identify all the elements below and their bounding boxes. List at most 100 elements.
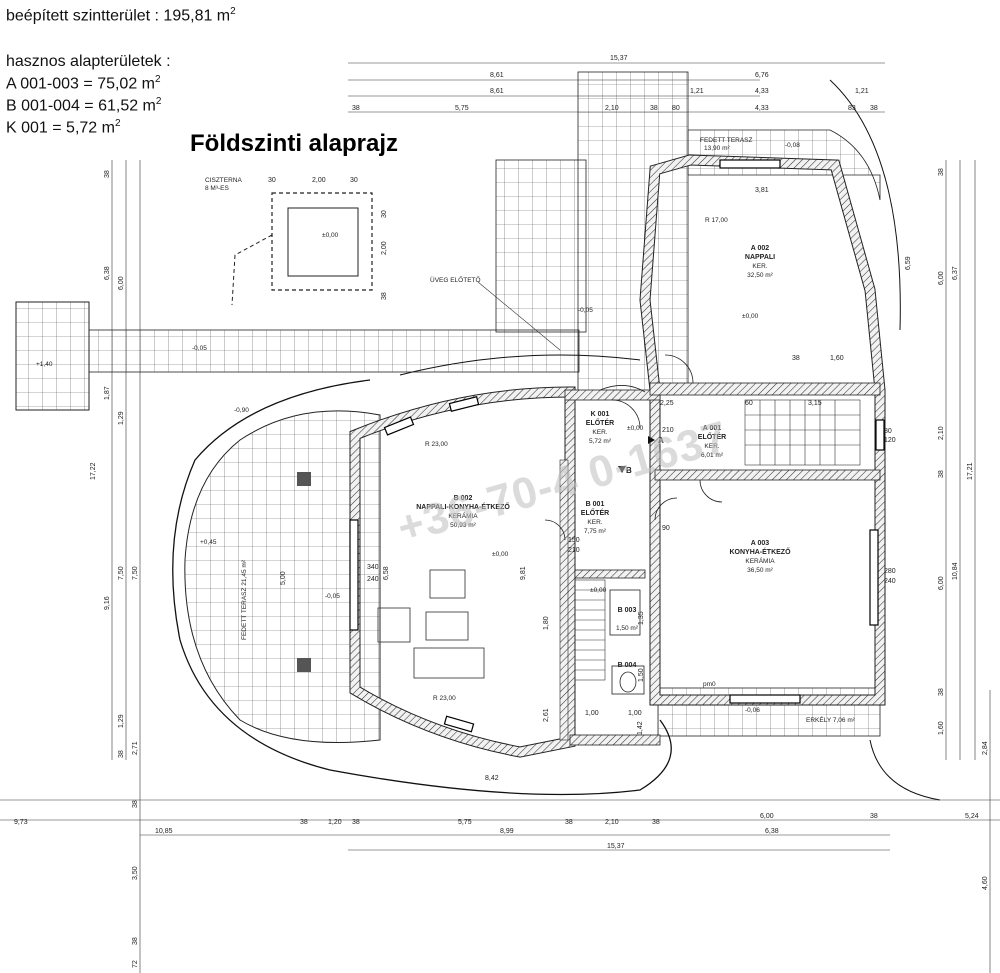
dim-left-916: 9,16 — [104, 596, 111, 610]
dims-inner: 30 2,00 30 2,00 30 38 3,81 38 1,60 2,25 … — [268, 177, 896, 735]
dim-bot-38b: 38 — [352, 819, 360, 826]
room-b001: B 001 ELŐTÉR KER. 7,75 m² — [581, 501, 609, 535]
room-a001-name: ELŐTÉR — [698, 432, 726, 441]
window-b002-west — [349, 519, 359, 631]
room-b004-code: B 004 — [618, 662, 637, 669]
plan-title: Földszinti alaprajz — [190, 130, 399, 157]
level-glass: -0,05 — [578, 307, 593, 314]
room-b002-floor: KERÁMIA — [448, 511, 478, 520]
section-b-letter: B — [626, 466, 632, 475]
dim-top-38c: 38 — [870, 105, 878, 112]
dim-top-861b: 8,61 — [490, 88, 504, 95]
section-markers: A B — [618, 436, 664, 475]
dim-top-83: 83 — [848, 105, 856, 112]
dim-381: 3,81 — [755, 187, 769, 194]
dim-top-676: 6,76 — [755, 72, 769, 79]
dim-top-80: 80 — [672, 105, 680, 112]
dim-bot-38a: 38 — [300, 819, 308, 826]
level-terrace: -0,05 — [325, 593, 340, 600]
level-b003: ±0,00 — [590, 587, 607, 594]
built-area-text: beépített szintterület : 195,81 m — [6, 7, 231, 25]
door-k001 — [611, 399, 641, 429]
room-k001-code: K 001 — [591, 411, 610, 418]
dim-100a: 1,00 — [585, 710, 599, 717]
dim-240b: 240 — [884, 578, 896, 585]
dim-315: 3,15 — [808, 400, 822, 407]
furniture — [377, 569, 485, 679]
door-a003 — [654, 497, 678, 521]
dim-right-460: 4,60 — [982, 876, 989, 890]
dim-right-659: 6,59 — [905, 256, 912, 270]
dim-top-38b: 38 — [650, 105, 658, 112]
column-lower — [297, 658, 311, 672]
dimension-lines — [0, 62, 1000, 973]
staircase — [574, 399, 861, 681]
wall-bottom-mid — [569, 734, 661, 746]
room-b001-name: ELŐTÉR — [581, 508, 609, 517]
dim-bot-210: 2,10 — [605, 819, 619, 826]
dim-cist-30b: 30 — [350, 177, 358, 184]
dims-left: 38 6,38 6,00 17,22 1,87 1,29 9,16 7,50 7… — [90, 170, 139, 968]
area-line-k: K 001 = 5,72 m2 — [6, 118, 121, 137]
level-balcony: -0,06 — [745, 707, 760, 714]
door-a002 — [664, 354, 694, 384]
wall-east-partition — [649, 382, 881, 396]
top-terrace-label: FEDETT TERASZ — [700, 137, 753, 144]
level-090: -0,90 — [234, 407, 249, 414]
room-a001-area: 6,01 m² — [701, 452, 724, 459]
dim-top-433b: 4,33 — [755, 105, 769, 112]
dim-340: 340 — [367, 564, 379, 571]
pm0-label: pm0 — [703, 681, 716, 688]
area-k-text: K 001 = 5,72 m — [6, 119, 115, 137]
window-a003-south — [729, 694, 801, 704]
cistern-outer — [271, 192, 373, 291]
dim-left-600: 6,00 — [118, 276, 125, 290]
access-path — [88, 329, 580, 373]
balcony-label: ERKÉLY 7,06 m² — [806, 715, 856, 724]
built-area-sup: 2 — [230, 6, 236, 17]
level-marks: ±0,00 +1,40 -0,05 ±0,00 ±0,00 ±0,00 -0,0… — [36, 142, 800, 714]
dim-bot-638: 6,38 — [765, 828, 779, 835]
dim-658: 6,58 — [383, 566, 390, 580]
room-a003-floor: KERÁMIA — [745, 556, 775, 565]
dim-38a: 38 — [792, 355, 800, 362]
dim-120: 120 — [884, 437, 896, 444]
dim-right-38a: 38 — [938, 168, 945, 176]
area-line-b: B 001-004 = 61,52 m2 — [6, 96, 161, 115]
dim-100b: 1,00 — [628, 710, 642, 717]
oval-outline — [172, 379, 672, 796]
dim-80: 80 — [884, 428, 892, 435]
toilet — [619, 671, 637, 693]
dim-bot-1537: 15,37 — [607, 843, 625, 850]
cistern-label: CISZTERNA — [205, 177, 243, 184]
room-a001: A 001 ELŐTÉR KER. 6,01 m² — [698, 425, 726, 459]
radius-23b: R 23,00 — [433, 695, 456, 702]
area-b-text: B 001-004 = 61,52 m — [6, 97, 156, 115]
dim-bot-899: 8,99 — [500, 828, 514, 835]
dim-240: 240 — [367, 576, 379, 583]
radius-17: R 17,00 — [705, 217, 728, 224]
dim-bot-842: 8,42 — [485, 775, 499, 782]
window-b002-nw — [383, 416, 415, 436]
level-entrance: +1,40 — [36, 361, 53, 368]
window-a001 — [875, 419, 885, 451]
dim-left-750a: 7,50 — [118, 566, 125, 580]
dim-left-638: 6,38 — [104, 266, 111, 280]
room-labels: A 002 NAPPALI KER. 32,50 m² A 001 ELŐTÉR… — [416, 245, 791, 669]
dim-cist-200v: 2,00 — [381, 241, 388, 255]
room-a002-code: A 002 — [751, 245, 770, 252]
top-right-arc — [829, 79, 901, 331]
room-k001: K 001 ELŐTÉR KER. 5,72 m² — [586, 411, 614, 445]
room-b001-floor: KER. — [587, 519, 602, 526]
room-b003: B 003 1,50 m² — [616, 607, 639, 632]
area-b-sup: 2 — [155, 96, 162, 107]
dim-180: 1,80 — [543, 616, 550, 630]
wall-entry-partition — [654, 469, 881, 481]
dim-cist-38: 38 — [381, 292, 388, 300]
top-terrace-area: 13,90 m² — [704, 145, 730, 152]
window-a003 — [869, 529, 879, 626]
dim-bot-524: 5,24 — [965, 813, 979, 820]
sofa — [413, 647, 485, 679]
level-045: +0,45 — [200, 539, 217, 546]
dim-280: 280 — [884, 568, 896, 575]
